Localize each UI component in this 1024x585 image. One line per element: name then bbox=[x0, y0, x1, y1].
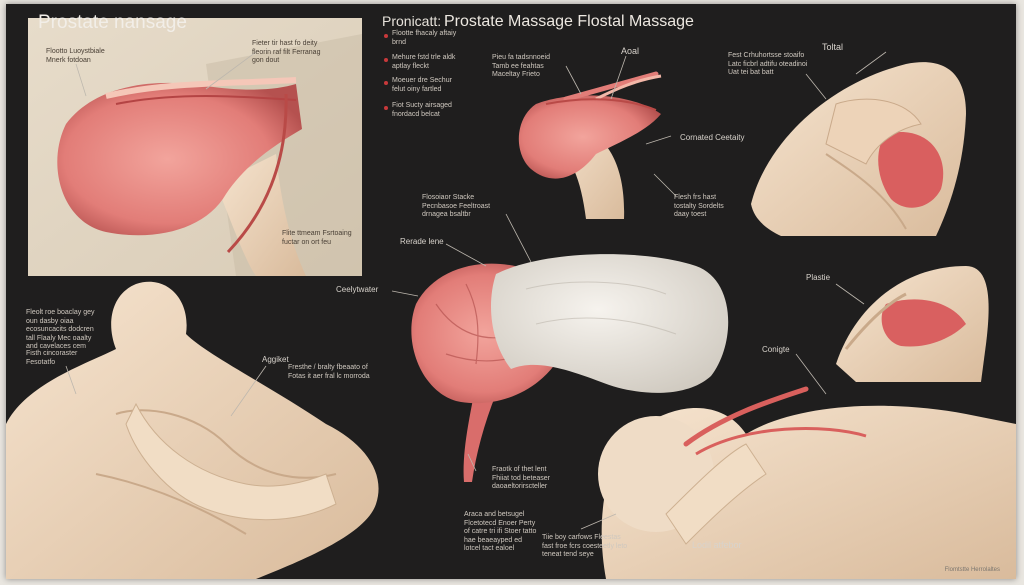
figure-illustration-bottom-right bbox=[598, 386, 1016, 579]
note-left-1: Fleolt roe boaclay gey oun dasby oiaa ec… bbox=[26, 309, 95, 350]
label-cornated: Cornated Ceetaity bbox=[680, 133, 745, 142]
page-title-main: Prostate Massage Flostal Massage bbox=[444, 13, 694, 30]
label-rerade-lene: Rerade lene bbox=[400, 237, 444, 246]
legend-item-1: Flootte fhacaly aftaiy brnd bbox=[392, 30, 457, 46]
legend-bullet-2 bbox=[384, 58, 388, 62]
note-bottom-left: Araca and betsugel Flcetotecd Enoer Pert… bbox=[464, 511, 537, 552]
label-toltal: Toltal bbox=[822, 42, 844, 52]
note-middle-right: Flesh frs hast tostalty Sordelts daay to… bbox=[674, 194, 724, 218]
illustration-canvas bbox=[6, 18, 1016, 579]
note-aggiket: Fresthe / bralty fbeaato of Fotas it aer… bbox=[288, 364, 370, 380]
prostate-illustration-top-left bbox=[57, 77, 306, 276]
note-bottom-center: Fraotk of thet lent Fhiiat tod beteaser … bbox=[492, 466, 550, 490]
label-aggiket: Aggiket bbox=[262, 355, 289, 364]
panel-note-top-right: Fieter tir hast fo deity fleorin raf fil… bbox=[252, 40, 321, 64]
legend-item-2: Mehure fstd trle aldk aptlay fleckt bbox=[392, 54, 456, 70]
back-illustration-bottom-left bbox=[6, 281, 379, 579]
label-ceelytwater: Ceelytwater bbox=[336, 285, 379, 294]
legend-bullet-4 bbox=[384, 106, 388, 110]
hands-illustration-top-right bbox=[751, 62, 966, 237]
prostate-illustration-top-middle bbox=[518, 71, 662, 219]
label-aoal: Aoal bbox=[621, 46, 640, 56]
label-plastie: Plastie bbox=[806, 273, 831, 282]
panel-note-top-left: Flootto Luoystbiale Mnerk fotdoan bbox=[46, 48, 105, 64]
legend-bullet-1 bbox=[384, 34, 388, 38]
label-lodil: Lodil atfebor bbox=[692, 540, 742, 550]
note-top-middle: Pieu fa tadsnnoeid Tamb ee feahtas Macel… bbox=[492, 54, 550, 78]
hands-illustration-right-middle bbox=[836, 266, 989, 382]
watermark: Flomtstte Herrolaltes bbox=[944, 567, 1000, 573]
page-title-left: Prostate nansage bbox=[38, 12, 187, 33]
note-center-top: Flosoiaor Stacke Pecnbasoe Feeltroast dr… bbox=[422, 194, 491, 218]
legend-item-4: Fiot Sucty airsaged fnordacd belcat bbox=[392, 102, 452, 118]
note-bottom-right: Tiie boy carfows Fleestas fast froe fcrs… bbox=[542, 534, 628, 558]
label-conigte: Conigte bbox=[762, 345, 790, 354]
title-prefix: Pronicatt: bbox=[382, 13, 442, 29]
panel-note-bottom: Flite ttmeam Fsrtoaing fuctar on ort feu bbox=[282, 230, 352, 246]
note-top-right: Fest Crhuhortsse stoaifo Latc ficbrl adt… bbox=[728, 52, 808, 76]
anatomy-poster: Prostate nansage Pronicatt: Prostate Mas… bbox=[6, 4, 1016, 579]
legend-bullet-3 bbox=[384, 81, 388, 85]
leader-lines bbox=[65, 51, 887, 530]
prostate-illustration-center bbox=[411, 254, 729, 482]
legend-item-3: Moeuer dre Sechur felut oiny fartled bbox=[392, 77, 452, 93]
note-left-2: Fisth cincoraster Fesotatfo bbox=[26, 350, 78, 366]
